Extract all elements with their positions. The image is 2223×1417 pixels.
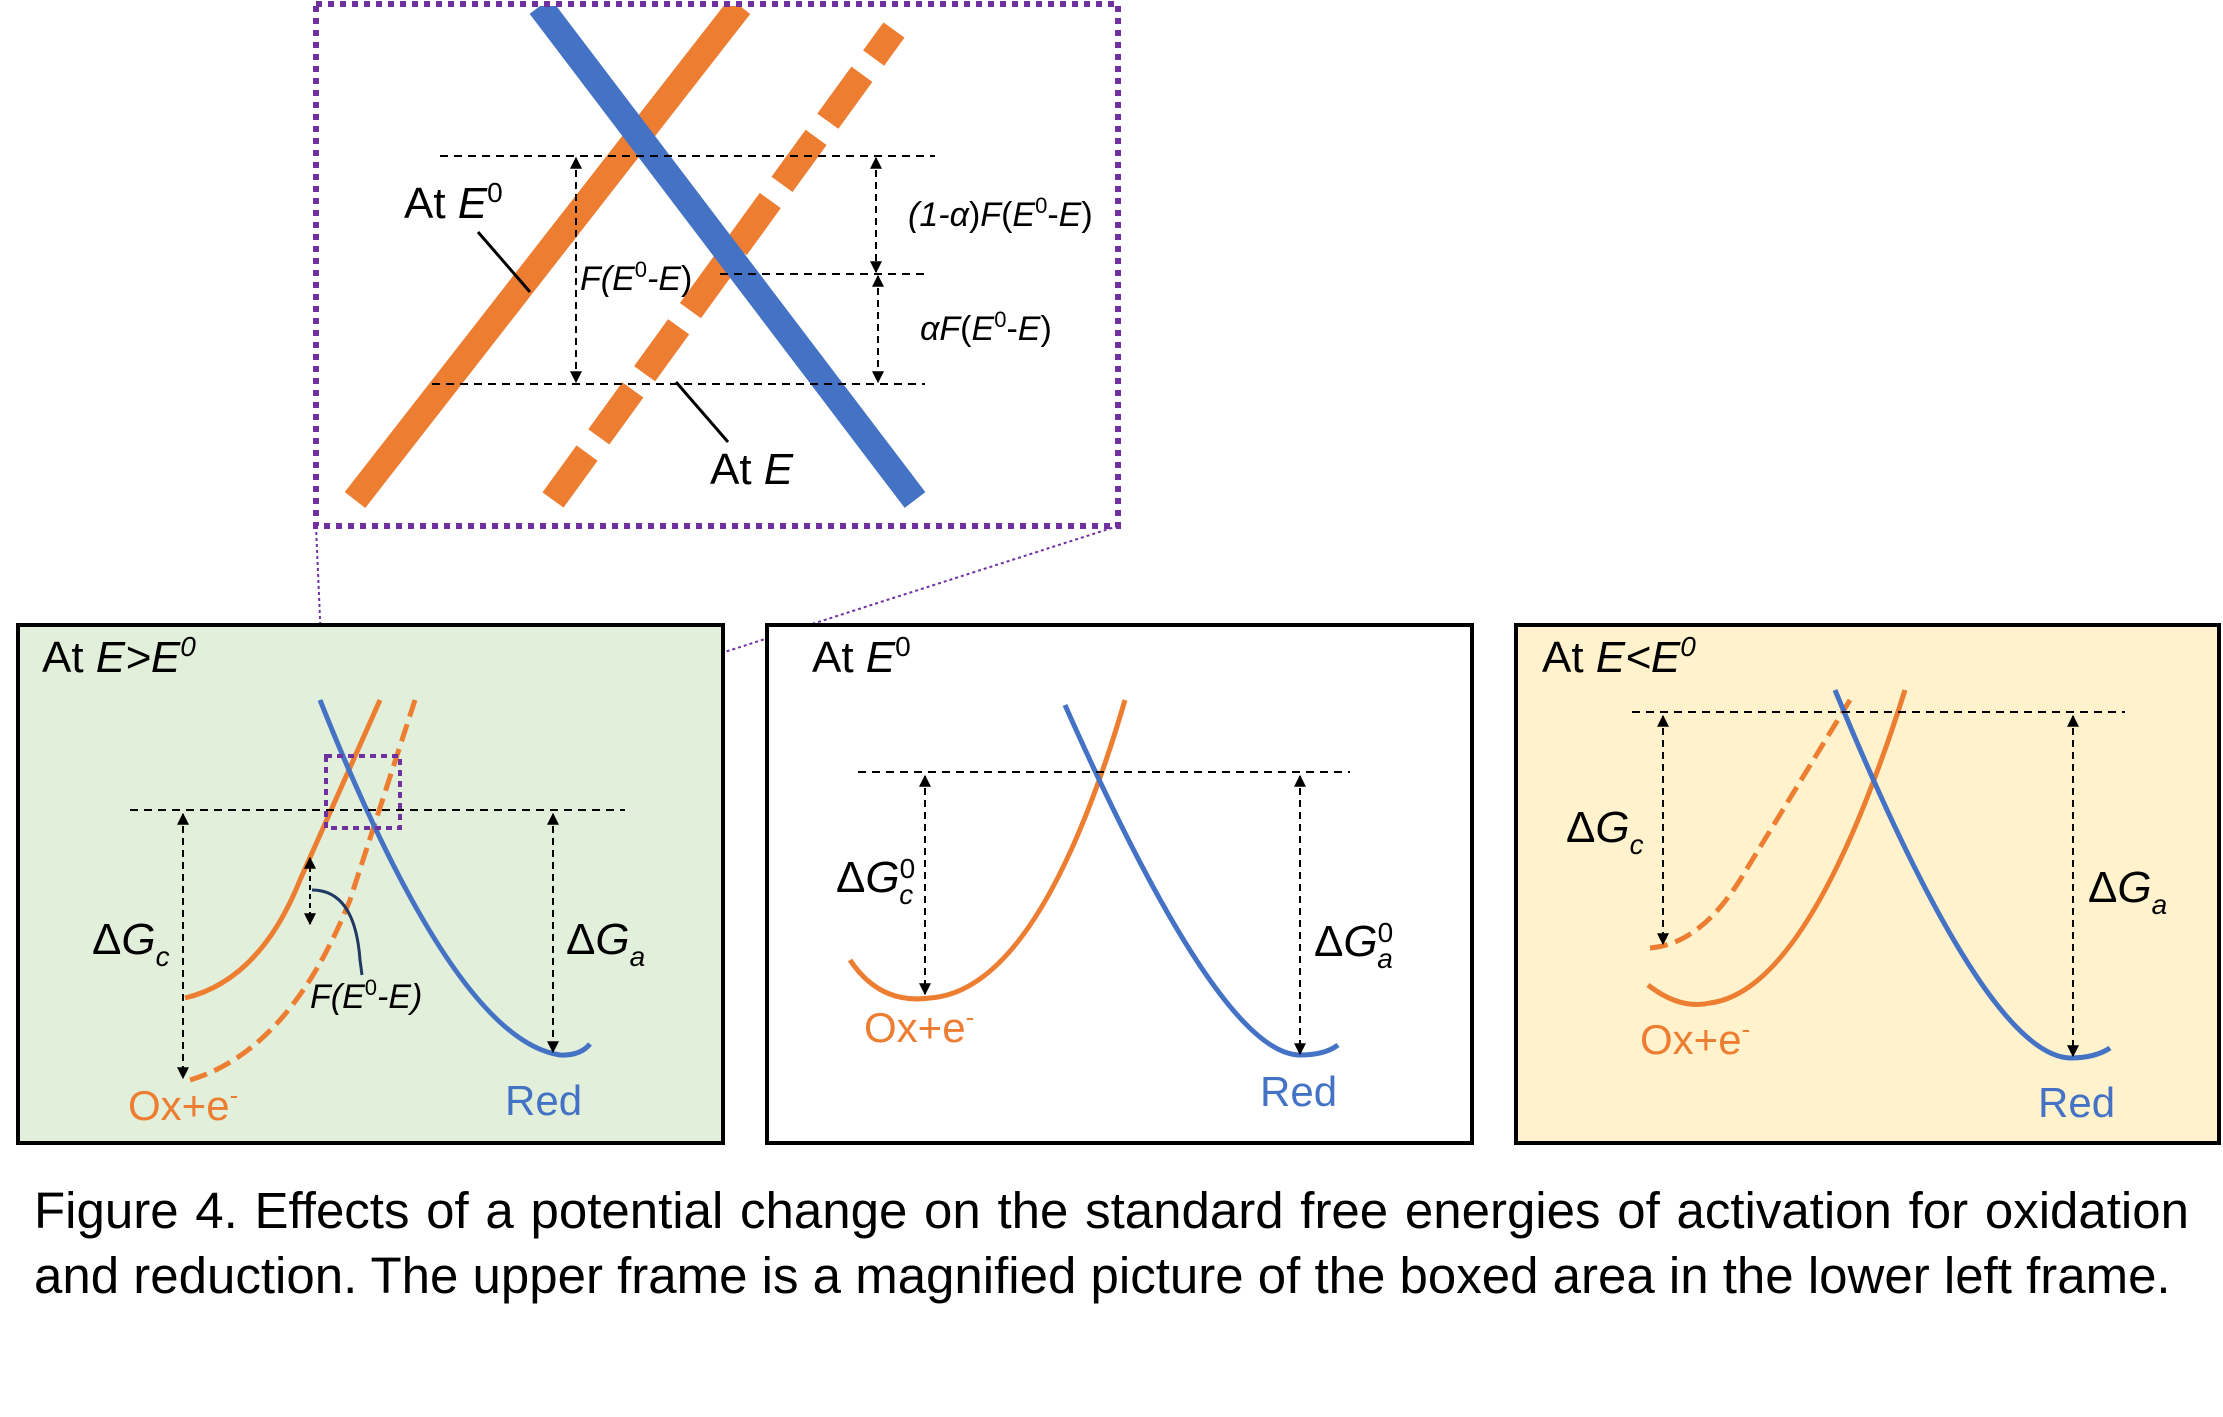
p2-red-label: Red: [1260, 1068, 1337, 1115]
magnified-frame-border: [313, 1, 1121, 529]
figure-caption: Figure 4. Effects of a potential change …: [34, 1182, 2189, 1304]
zoom-blue-curve: [529, 6, 926, 508]
zoom-full-shift-label: F(E0-E): [580, 257, 692, 298]
p1-shift-label: F(E0-E): [310, 975, 422, 1016]
p3-ox-label: Ox+e-: [1640, 1014, 1750, 1063]
p1-dGa-label: ΔGa: [566, 915, 645, 972]
p2-title: At E0: [812, 631, 911, 682]
p2-ox-label: Ox+e-: [864, 1002, 974, 1051]
p1-title: At E>E0: [42, 631, 196, 682]
magnified-frame: At E0 At E F(E0-E) (1-α)F(E0-E) αF(E0-E): [313, 1, 1121, 529]
at-E0-label: At E0: [404, 177, 503, 228]
p3-orange-solid-curve: [1646, 689, 1908, 1008]
p1-orange-solid-curve: [184, 698, 383, 1001]
at-E-label: At E: [710, 445, 794, 494]
at-E0-pointer: [476, 231, 532, 293]
p3-orange-dashed-curve: [1649, 698, 1853, 951]
one-minus-alpha-label: (1-α)F(E0-E): [908, 193, 1093, 234]
alpha-label: αF(E0-E): [920, 307, 1052, 348]
p3-dGa-label: ΔGa: [2088, 863, 2167, 920]
p1-ox-label: Ox+e-: [128, 1080, 238, 1129]
p3-title: At E<E0: [1542, 631, 1696, 682]
p3-dGc-label: ΔGc: [1566, 803, 1644, 860]
zoom-orange-solid-curve: [344, 6, 751, 508]
p1-orange-dashed-curve: [189, 699, 418, 1083]
p1-dGc-label: ΔGc: [92, 915, 170, 972]
p3-red-label: Red: [2038, 1079, 2115, 1126]
at-E-pointer: [674, 381, 730, 443]
p1-shift-pointer: [311, 888, 364, 976]
p2-blue-curve: [1062, 703, 1340, 1058]
p1-magnify-box: [324, 754, 402, 830]
p1-red-label: Red: [505, 1077, 582, 1124]
panel-e-less: At E<E0 ΔGc ΔGa Ox+e- Red: [1514, 623, 2221, 1145]
zoom-arrows: [570, 156, 884, 384]
zoom-dashed-levels: [432, 155, 935, 385]
p2-orange-curve: [847, 699, 1128, 1002]
panel-e-greater: At E>E0 ΔGc ΔGa F(E0-E) Ox+e- Red: [16, 623, 725, 1145]
p3-blue-curve: [1832, 689, 2112, 1061]
